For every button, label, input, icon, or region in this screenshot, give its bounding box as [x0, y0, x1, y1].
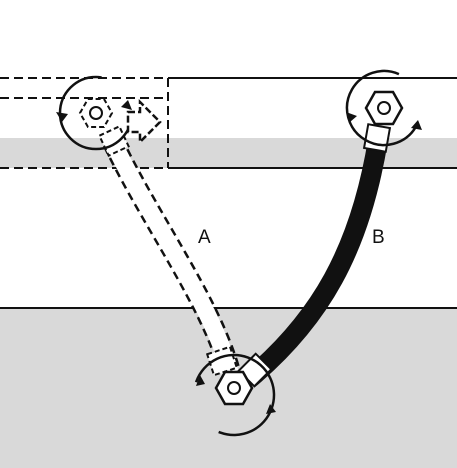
- hose-b: [237, 123, 392, 388]
- hollow-arrow-icon: [126, 98, 162, 146]
- hose-a-label: A: [198, 227, 211, 248]
- fitting-bottom: [192, 353, 276, 437]
- upper-shaded-band: [0, 138, 457, 168]
- fitting-b-top: [345, 69, 423, 147]
- hose-b-label: B: [372, 227, 385, 248]
